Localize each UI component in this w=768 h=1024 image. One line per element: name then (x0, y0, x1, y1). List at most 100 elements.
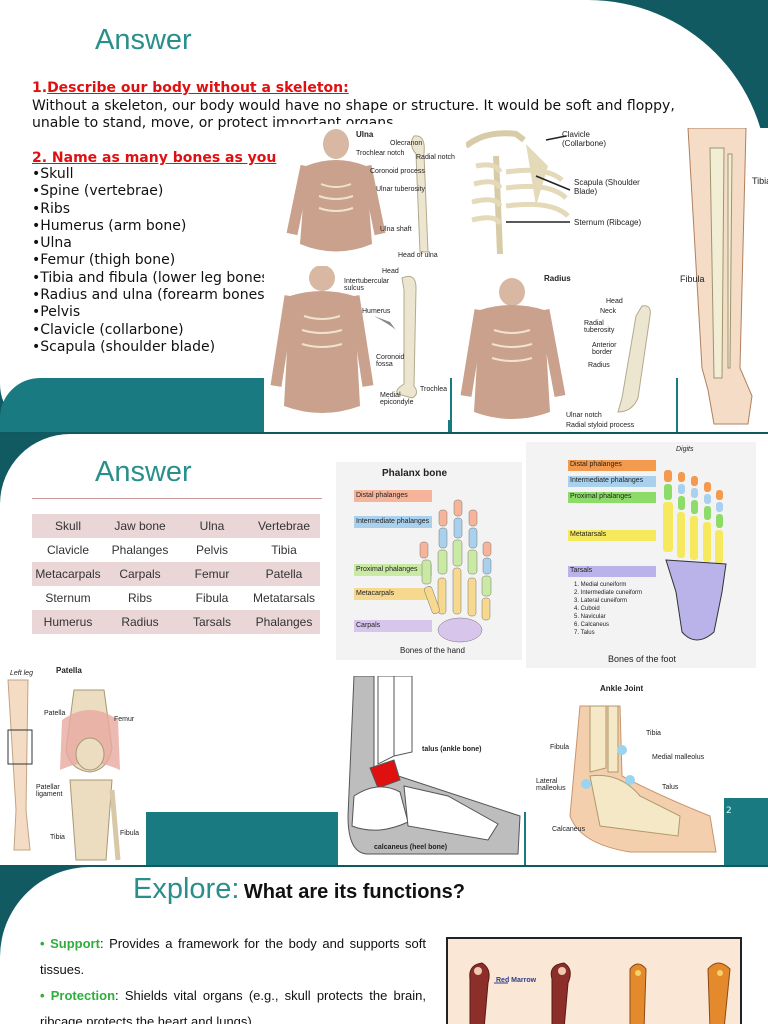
image-label: Patella (44, 710, 66, 717)
image-label: 6. Calcaneus (574, 622, 610, 628)
image-caption: Bones of the foot (608, 654, 677, 664)
image-label: Humerus (362, 308, 391, 315)
table-row: Sternum Ribs Fibula Metatarsals (32, 586, 320, 610)
image-title: Patella (56, 666, 82, 675)
slide-2: Answer Skull Jaw bone Ulna Vertebrae Cla… (0, 434, 768, 865)
teal-wave (0, 378, 264, 432)
image-label: Ulnar notch (566, 412, 602, 419)
image-label: Radial notch (416, 154, 455, 161)
function-text: : Provides a framework for the body and … (40, 936, 426, 977)
table-row: Clavicle Phalanges Pelvis Tibia (32, 538, 320, 562)
image-label: Intermediate phalanges (570, 477, 644, 484)
image-label: Red Marrow (496, 977, 537, 984)
table-row: Humerus Radius Tarsals Phalanges (32, 610, 320, 634)
humerus-illustration: Head Intertubercular sulcus Humerus Coro… (264, 266, 450, 420)
bones-list: •Skull •Spine (vertebrae) •Ribs •Humerus… (32, 166, 274, 356)
image-label: Femur (114, 716, 135, 723)
table-cell: Ribs (127, 591, 152, 605)
image-label: Trochlea (420, 386, 447, 393)
image-label: Intermediate phalanges (356, 518, 430, 525)
torso-figure (460, 278, 651, 419)
bones-table: Skull Jaw bone Ulna Vertebrae Clavicle P… (32, 514, 320, 634)
table-cell: Metacarpals (32, 562, 104, 586)
image-label: Left leg (10, 670, 33, 677)
image-label: Head (382, 268, 399, 275)
slide-title: Answer (95, 24, 192, 56)
list-item: •Scapula (shoulder blade) (32, 338, 216, 355)
image-label: Distal phalanges (570, 461, 622, 468)
image-label: 5. Navicular (574, 614, 606, 620)
list-item: •Ribs (32, 200, 71, 217)
image-label: Trochlear notch (356, 150, 405, 157)
title-divider (32, 498, 322, 499)
image-label: Fibula (680, 274, 705, 284)
clavicle-illustration: Clavicle (Collarbone) Scapula (Shoulder … (466, 126, 672, 254)
function-text: : Shields vital organs (e.g., skull prot… (40, 988, 426, 1024)
image-label: Head of ulna (398, 252, 438, 259)
image-label: Talus (662, 784, 679, 791)
image-label: Sternum (Ribcage) (574, 218, 642, 227)
list-item: •Pelvis (32, 304, 81, 321)
image-label: Scapula (Shoulder Blade) (574, 178, 640, 196)
table-cell: Phalanges (111, 543, 169, 557)
image-label: Metacarpals (356, 590, 395, 597)
image-label: Anterior border (592, 342, 617, 356)
image-label: Calcaneus (552, 826, 586, 833)
table-cell: Skull (32, 514, 104, 538)
table-row: Skull Jaw bone Ulna Vertebrae (32, 514, 320, 538)
function-protection: • Protection: Shields vital organs (e.g.… (40, 983, 426, 1024)
image-label: Ulnar tuberosity (376, 186, 426, 193)
list-item: •Tibia and fibula (lower leg bones) (32, 269, 275, 286)
knee-figure (7, 679, 121, 861)
table-cell: Patella (248, 562, 320, 586)
image-title: Phalanx bone (382, 468, 448, 479)
image-label: Head (606, 298, 623, 305)
image-label: Clavicle (Collarbone) (562, 130, 607, 148)
question-2: 2. Name as many bones as you (32, 150, 277, 166)
teal-corner (724, 798, 768, 865)
question-1: 1.Describe our body without a skeleton: (32, 80, 349, 96)
slide-title: Explore: What are its functions? (133, 873, 465, 906)
table-cell: Vertebrae (248, 514, 320, 538)
list-item: •Ulna (32, 235, 72, 252)
table-row: Metacarpals Carpals Femur Patella (32, 562, 320, 586)
ankle-foot-figure (347, 676, 521, 855)
function-support: • Support: Provides a framework for the … (40, 936, 426, 977)
table-cell: Carpals (104, 562, 176, 586)
ribcage-figure (466, 130, 571, 254)
image-label: Digits (676, 446, 694, 453)
slide-3: Explore: What are its functions? • Suppo… (0, 867, 768, 1024)
table-cell: Metatarsals (252, 591, 316, 605)
image-label: Olecranon (390, 140, 423, 147)
image-label: talus (ankle bone) (422, 746, 482, 753)
table-cell: Pelvis (195, 543, 228, 557)
image-label: Tibia (752, 176, 768, 186)
table-cell: Femur (176, 562, 248, 586)
image-title: Radius (544, 274, 571, 283)
image-label: 4. Cuboid (574, 606, 600, 612)
bone-marrow-illustration: Red Marrow (446, 937, 742, 1024)
torso-figure (270, 266, 418, 413)
image-caption: Bones of the hand (400, 646, 465, 655)
radius-illustration: Radius Head Neck Radial tuberosity Anter… (452, 266, 676, 432)
leg-figure (687, 128, 753, 425)
image-label: Intertubercular sulcus (344, 278, 390, 292)
ankle-figure (569, 705, 717, 853)
image-label: Radial tuberosity (584, 320, 615, 334)
image-title: Ulna (356, 130, 374, 139)
hand-bones-illustration: Phalanx bone Distal phalanges Intermedia… (336, 462, 522, 660)
list-item: •Skull (32, 166, 74, 182)
slide-1: Answer 1.Describe our body without a ske… (0, 0, 768, 432)
image-label: Fibula (550, 744, 570, 751)
foot-figure (568, 460, 727, 641)
slide-title: Answer (95, 456, 192, 488)
ankle-joint-illustration: Ankle Joint Tibia Fibula Medial malleolu… (530, 676, 724, 865)
list-item: •Spine (vertebrae) (32, 183, 164, 200)
image-label: Metatarsals (570, 531, 607, 538)
image-label: Proximal phalanges (570, 493, 632, 500)
image-label: Radial styloid process (566, 422, 635, 429)
image-label: Fibula (120, 830, 140, 837)
list-item: •Humerus (arm bone) (32, 217, 187, 234)
image-label: Patellar ligament (36, 784, 63, 798)
tibia-illustration: Tibia Fibula (678, 128, 768, 426)
